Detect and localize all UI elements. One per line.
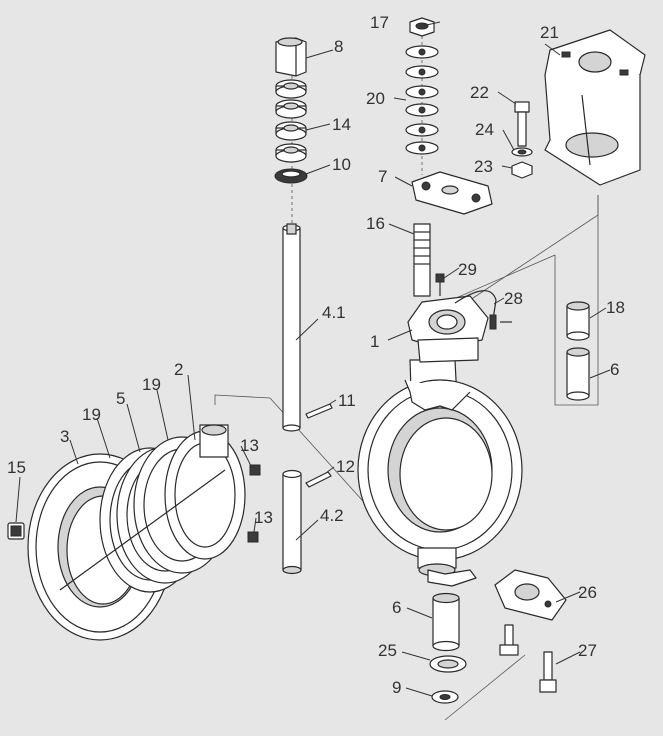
label-part-21: 21 [540,23,559,42]
part-29-screw [435,273,445,296]
label-part-4-2: 4.2 [320,506,344,525]
label-part-2: 2 [174,360,183,379]
part-10-ring [274,168,308,184]
part-13-bolts [247,464,261,543]
label-part-8: 8 [334,37,343,56]
part-16-stud [413,223,431,297]
label-part-25: 25 [378,641,397,660]
part-22-bolt [514,101,530,147]
part-12-pin [305,471,332,488]
label-part-6-lower: 6 [392,598,401,617]
label-part-19-left: 19 [82,405,101,424]
part-7-plate [411,171,493,215]
part-8-nut [275,37,307,77]
part-27-bolt [539,651,557,693]
label-part-23: 23 [474,157,493,176]
label-part-28: 28 [504,289,523,308]
label-part-4-1: 4.1 [322,303,346,322]
part-15-bolt [7,522,25,540]
label-part-16: 16 [366,214,385,233]
part-25-ring [429,655,467,673]
part-labels: 8 14 10 4.1 11 12 4.2 13 13 2 19 5 19 3 … [7,13,625,697]
label-part-1: 1 [370,332,379,351]
part-17-nut [409,17,435,37]
part-bolt-under-26 [499,624,519,656]
part-20-disc-springs [405,45,439,155]
part-6-lower-bushing [432,592,460,652]
label-part-10: 10 [332,155,351,174]
label-part-19-right: 19 [142,375,161,394]
part-1-top-plate [407,295,489,363]
part-4-1-shaft [282,223,301,432]
part-23-nut [511,161,533,179]
part-rings-19-5-2 [59,424,246,593]
leader-lines [15,21,611,697]
label-part-6-upper: 6 [610,360,619,379]
label-part-12: 12 [336,457,355,476]
label-part-26: 26 [578,583,597,602]
label-part-13-lower: 13 [254,508,273,527]
part-11-pin [305,403,333,419]
part-9-circlip [431,690,459,704]
label-part-29: 29 [458,260,477,279]
label-part-13-upper: 13 [240,436,259,455]
valve-body [357,359,523,587]
label-part-15: 15 [7,458,26,477]
label-part-22: 22 [470,83,489,102]
label-part-27: 27 [578,641,597,660]
label-part-20: 20 [366,89,385,108]
part-28-bracket [454,290,512,330]
part-21-bracket [544,29,646,186]
label-part-18: 18 [606,298,625,317]
label-part-17: 17 [370,13,389,32]
label-part-14: 14 [332,115,351,134]
label-part-9: 9 [392,678,401,697]
label-part-7: 7 [378,167,387,186]
label-part-3: 3 [60,427,69,446]
part-18-bushing [566,301,590,341]
part-26-plate [494,569,567,621]
part-14-washers [275,79,307,163]
label-part-5: 5 [116,389,125,408]
part-4-2-shaft [282,469,302,575]
part-24-washer [511,147,533,157]
part-6-upper-bushing [566,347,590,401]
label-part-11: 11 [338,391,356,410]
label-part-24: 24 [475,120,494,139]
